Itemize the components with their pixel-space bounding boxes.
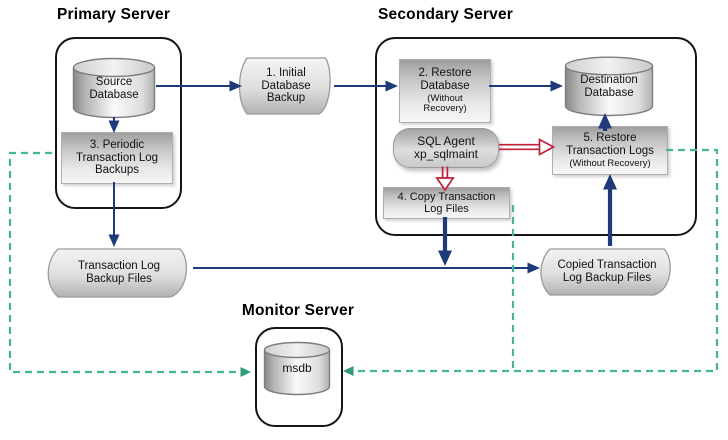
node-label: 4. Copy Transaction Log Files	[397, 190, 496, 215]
node-label: 1. Initial Database Backup	[261, 66, 311, 105]
node-destination-database: Destination Database	[564, 56, 654, 117]
monitor-server-title: Monitor Server	[241, 302, 355, 319]
monitor-server-container	[255, 327, 343, 427]
node-label: 5. Restore Transaction Logs	[566, 131, 654, 157]
node-label: 3. Periodic Transaction Log Backups	[75, 138, 159, 177]
node-label: 2. Restore Database	[418, 67, 472, 93]
secondary-server-title: Secondary Server	[378, 6, 514, 23]
node-initial-backup: 1. Initial Database Backup	[238, 56, 334, 116]
node-label: Destination Database	[580, 74, 638, 99]
node-sql-agent: SQL Agent xp_sqlmaint	[393, 128, 499, 168]
node-sublabel: (Without Recovery)	[423, 92, 467, 115]
node-source-database: Source Database	[72, 57, 156, 119]
node-label: Source Database	[89, 76, 139, 101]
database-cylinder-icon	[263, 341, 331, 396]
node-periodic-backups: 3. Periodic Transaction Log Backups	[61, 132, 173, 184]
node-copied-transaction-log-backup-files: Copied Transaction Log Backup Files	[538, 247, 676, 297]
node-msdb: msdb	[263, 341, 331, 396]
node-restore-transaction-logs: 5. Restore Transaction Logs (Without Rec…	[552, 126, 668, 175]
primary-server-title: Primary Server	[57, 6, 171, 23]
node-restore-database: 2. Restore Database (Without Recovery)	[399, 59, 491, 123]
node-sublabel: (Without Recovery)	[569, 157, 651, 169]
node-label: SQL Agent xp_sqlmaint	[413, 133, 479, 161]
node-label: Transaction Log Backup Files	[77, 260, 161, 285]
database-cylinder-icon	[564, 56, 654, 117]
node-copy-transaction-log-files: 4. Copy Transaction Log Files	[383, 187, 510, 219]
node-label: Copied Transaction Log Backup Files	[557, 259, 657, 284]
backup-file-scroll-icon	[238, 57, 331, 115]
node-label: msdb	[282, 361, 312, 375]
node-transaction-log-backup-files: Transaction Log Backup Files	[45, 247, 193, 299]
